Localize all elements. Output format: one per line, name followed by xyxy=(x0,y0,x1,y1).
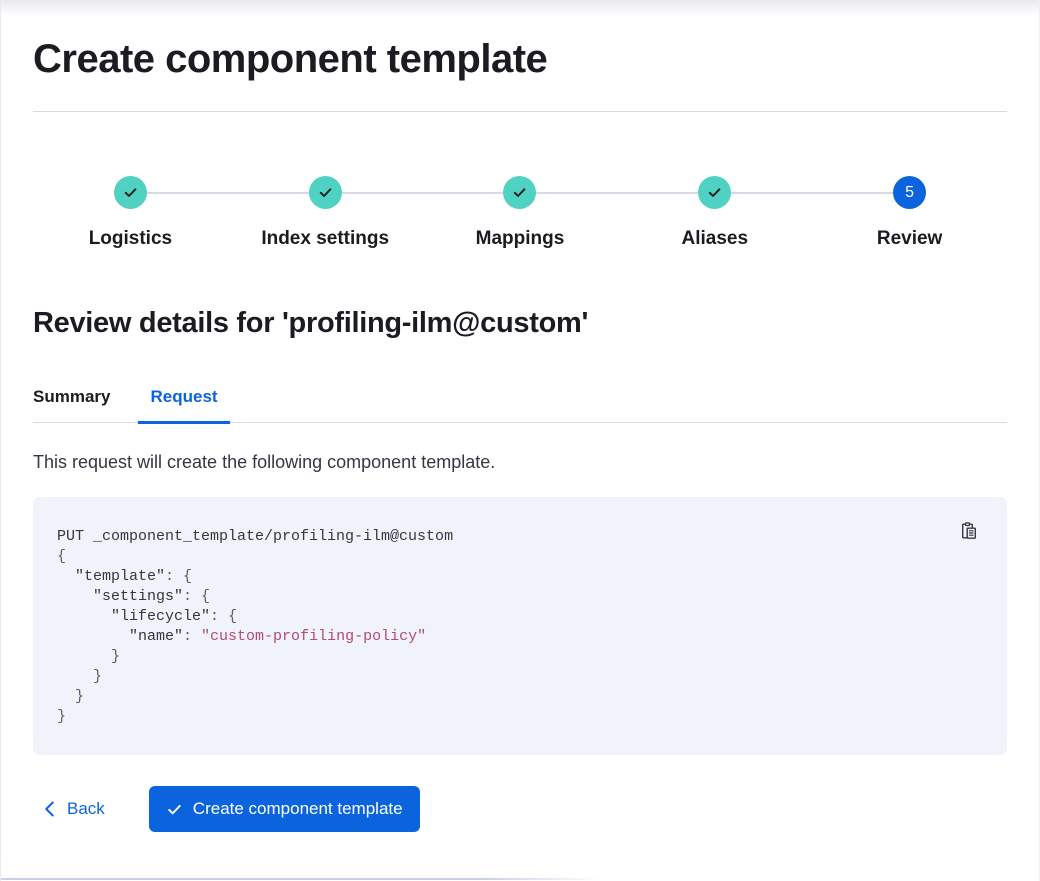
copy-button[interactable] xyxy=(957,519,981,543)
step-label: Review xyxy=(876,228,943,249)
code-line: "template": { xyxy=(75,568,193,585)
step-number: 5 xyxy=(905,183,915,201)
step-label: Aliases xyxy=(681,228,749,249)
step-complete-circle xyxy=(698,176,732,209)
back-label: Back xyxy=(67,799,105,818)
chevron-left-icon xyxy=(45,801,54,817)
check-icon xyxy=(124,188,137,197)
create-component-template-button[interactable]: Create component template xyxy=(148,786,420,832)
footer-actions: Back Create component template xyxy=(33,786,1007,832)
tab-request[interactable]: Request xyxy=(138,386,230,424)
step-logistics[interactable]: Logistics xyxy=(33,176,228,251)
code-line: PUT _component_template/profiling-ilm@cu… xyxy=(57,528,454,545)
submit-label: Create component template xyxy=(192,799,403,818)
step-label: Mappings xyxy=(475,228,565,249)
step-mappings[interactable]: Mappings xyxy=(423,176,618,251)
review-heading: Review details for 'profiling-ilm@custom… xyxy=(33,307,589,339)
wizard-stepper: Logistics Index settings Mappings xyxy=(33,176,1007,251)
review-tabs: Summary Request xyxy=(33,386,1007,424)
step-current-circle: 5 xyxy=(893,176,927,209)
copy-clipboard-icon xyxy=(962,522,977,539)
step-index-settings[interactable]: Index settings xyxy=(228,176,423,251)
check-icon xyxy=(319,188,332,197)
request-description: This request will create the following c… xyxy=(33,452,496,472)
code-line: "settings": { xyxy=(93,588,211,605)
step-label: Logistics xyxy=(88,228,173,249)
title-divider xyxy=(33,111,1007,112)
step-complete-circle xyxy=(308,176,342,209)
code-lines: PUT _component_template/profiling-ilm@cu… xyxy=(57,527,983,727)
check-icon xyxy=(514,188,526,197)
code-line: } xyxy=(75,688,85,705)
code-line: "lifecycle": { xyxy=(111,608,238,625)
code-line: } xyxy=(111,648,121,665)
code-line: } xyxy=(57,708,67,725)
step-label: Index settings xyxy=(261,228,390,249)
step-aliases[interactable]: Aliases xyxy=(617,176,812,251)
step-complete-circle xyxy=(503,176,537,209)
bottom-divider xyxy=(1,878,601,880)
code-line: } xyxy=(93,668,103,685)
check-icon xyxy=(709,188,721,197)
back-button[interactable]: Back xyxy=(43,799,105,819)
step-review[interactable]: 5 Review xyxy=(812,176,1007,251)
code-line: "name": "custom-profiling-policy" xyxy=(129,628,427,645)
request-code-block: PUT _component_template/profiling-ilm@cu… xyxy=(33,497,1007,755)
code-line: { xyxy=(57,548,67,565)
page-title: Create component template xyxy=(33,37,548,81)
check-icon xyxy=(168,804,181,814)
step-complete-circle xyxy=(113,176,147,209)
tab-summary[interactable]: Summary xyxy=(33,387,111,406)
